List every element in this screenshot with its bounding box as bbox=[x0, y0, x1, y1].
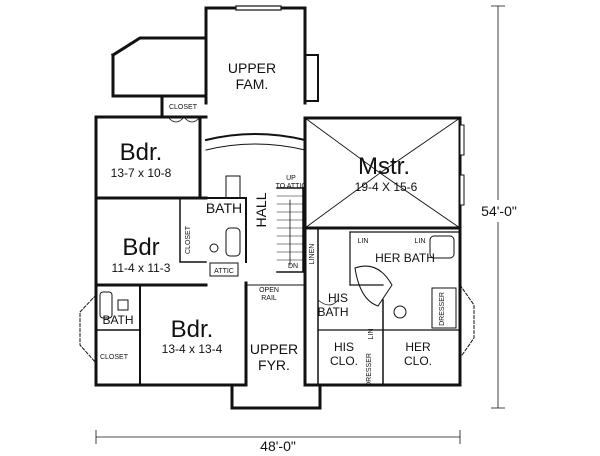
upper-fyr-label-2: FYR. bbox=[258, 357, 290, 373]
open-rail-label-1: OPEN bbox=[259, 287, 279, 294]
his-clo-label-1: HIS bbox=[334, 340, 354, 354]
plan-walls bbox=[79, 5, 475, 410]
bdr-3-size: 13-4 x 13-4 bbox=[162, 342, 223, 356]
up-to-attic-label-1: UP bbox=[286, 175, 296, 182]
bdr-1-label: Bdr. bbox=[120, 139, 163, 166]
her-bath-label: HER BATH bbox=[375, 251, 435, 265]
master-size: 19-4 X 15-6 bbox=[355, 180, 418, 194]
overall-depth-label: 54'-0" bbox=[481, 203, 517, 219]
bdr-1-size: 13-7 x 10-8 bbox=[111, 166, 172, 180]
upper-fam-label-1: UPPER bbox=[228, 60, 276, 76]
upper-fyr-label-1: UPPER bbox=[250, 341, 298, 357]
linen-label: LINEN bbox=[309, 244, 316, 265]
bdr-3-label: Bdr. bbox=[171, 316, 214, 343]
up-to-attic-label-2: TO ATTIC bbox=[276, 183, 307, 190]
lin-a-label: LIN bbox=[358, 238, 369, 245]
bdr-2-label: Bdr bbox=[122, 234, 159, 261]
dimension-lines bbox=[95, 5, 505, 444]
open-rail-label-2: RAIL bbox=[261, 295, 277, 302]
dn-label: DN bbox=[288, 263, 298, 270]
bath-left-label: BATH bbox=[102, 313, 133, 327]
upper-fam-label-2: FAM. bbox=[236, 76, 269, 92]
dresser-a-label: DRESSER bbox=[366, 353, 373, 387]
bath-mid-label: BATH bbox=[206, 200, 242, 216]
lin-c-label: LIN bbox=[368, 329, 375, 340]
her-clo-label-2: CLO. bbox=[404, 354, 432, 368]
attic-label: ATTIC bbox=[214, 268, 234, 275]
his-bath-label-1: HIS bbox=[328, 291, 348, 305]
dresser-b-label: DRESSER bbox=[439, 292, 446, 326]
bdr-2-size: 11-4 x 11-3 bbox=[112, 261, 171, 275]
his-clo-label-2: CLO. bbox=[330, 354, 358, 368]
hall-label: HALL bbox=[253, 192, 269, 227]
closet-mid-label: CLOSET bbox=[185, 225, 192, 254]
his-bath-label-2: BATH bbox=[317, 305, 348, 319]
lin-b-label: LIN bbox=[415, 238, 426, 245]
depth-label-backing bbox=[476, 200, 522, 222]
master-label: Mstr. bbox=[358, 153, 410, 180]
closet-top-label: CLOSET bbox=[169, 104, 198, 111]
closet-left-label: CLOSET bbox=[100, 354, 129, 361]
overall-width-label: 48'-0" bbox=[260, 438, 296, 454]
her-clo-label-1: HER bbox=[405, 340, 431, 354]
